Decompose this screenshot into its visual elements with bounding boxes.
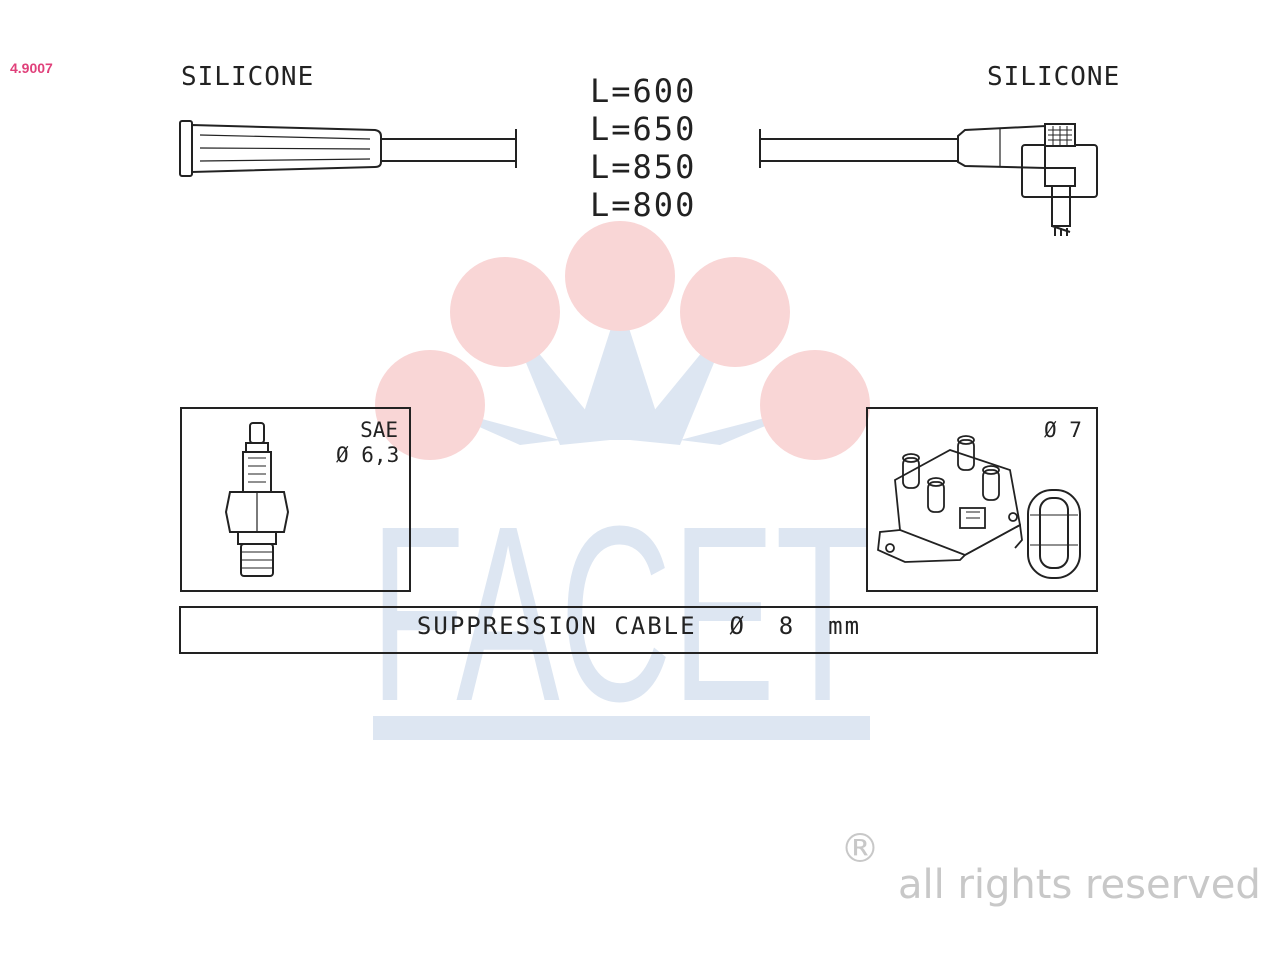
suppression-cable-box	[179, 606, 1098, 654]
ignition-coil-icon	[877, 435, 1023, 563]
coil-terminal-icon	[1027, 489, 1081, 579]
facet-watermark-logo: FACET	[370, 221, 870, 753]
rights-text: all rights reserved	[898, 862, 1261, 908]
cable-length-1: L=600	[590, 72, 697, 110]
svg-text:FACET: FACET	[370, 474, 870, 753]
left-material-label: SILICONE	[181, 62, 315, 92]
spark-plug-diameter: Ø 6,3	[336, 443, 400, 467]
ignition-coil-box	[866, 407, 1098, 592]
cable-length-2: L=650	[590, 110, 697, 148]
left-cable-segment	[381, 129, 517, 168]
registered-mark: ®	[840, 826, 880, 872]
coil-terminal-diameter: Ø 7	[1044, 418, 1082, 442]
cable-length-3: L=850	[590, 148, 697, 186]
right-coil-boot	[957, 123, 1098, 236]
spark-plug-standard: SAE	[360, 418, 398, 442]
spark-plug-box	[180, 407, 411, 592]
part-number: 4.9007	[10, 60, 53, 76]
right-material-label: SILICONE	[987, 62, 1121, 92]
cable-length-4: L=800	[590, 186, 697, 224]
spark-plug-icon	[224, 422, 290, 577]
cable-lengths-list: L=600 L=650 L=850 L=800	[590, 72, 696, 224]
right-cable-segment	[759, 129, 958, 168]
suppression-cable-spec: SUPPRESSION CABLE Ø 8 mm	[416, 612, 862, 640]
left-plug-boot	[179, 120, 382, 177]
